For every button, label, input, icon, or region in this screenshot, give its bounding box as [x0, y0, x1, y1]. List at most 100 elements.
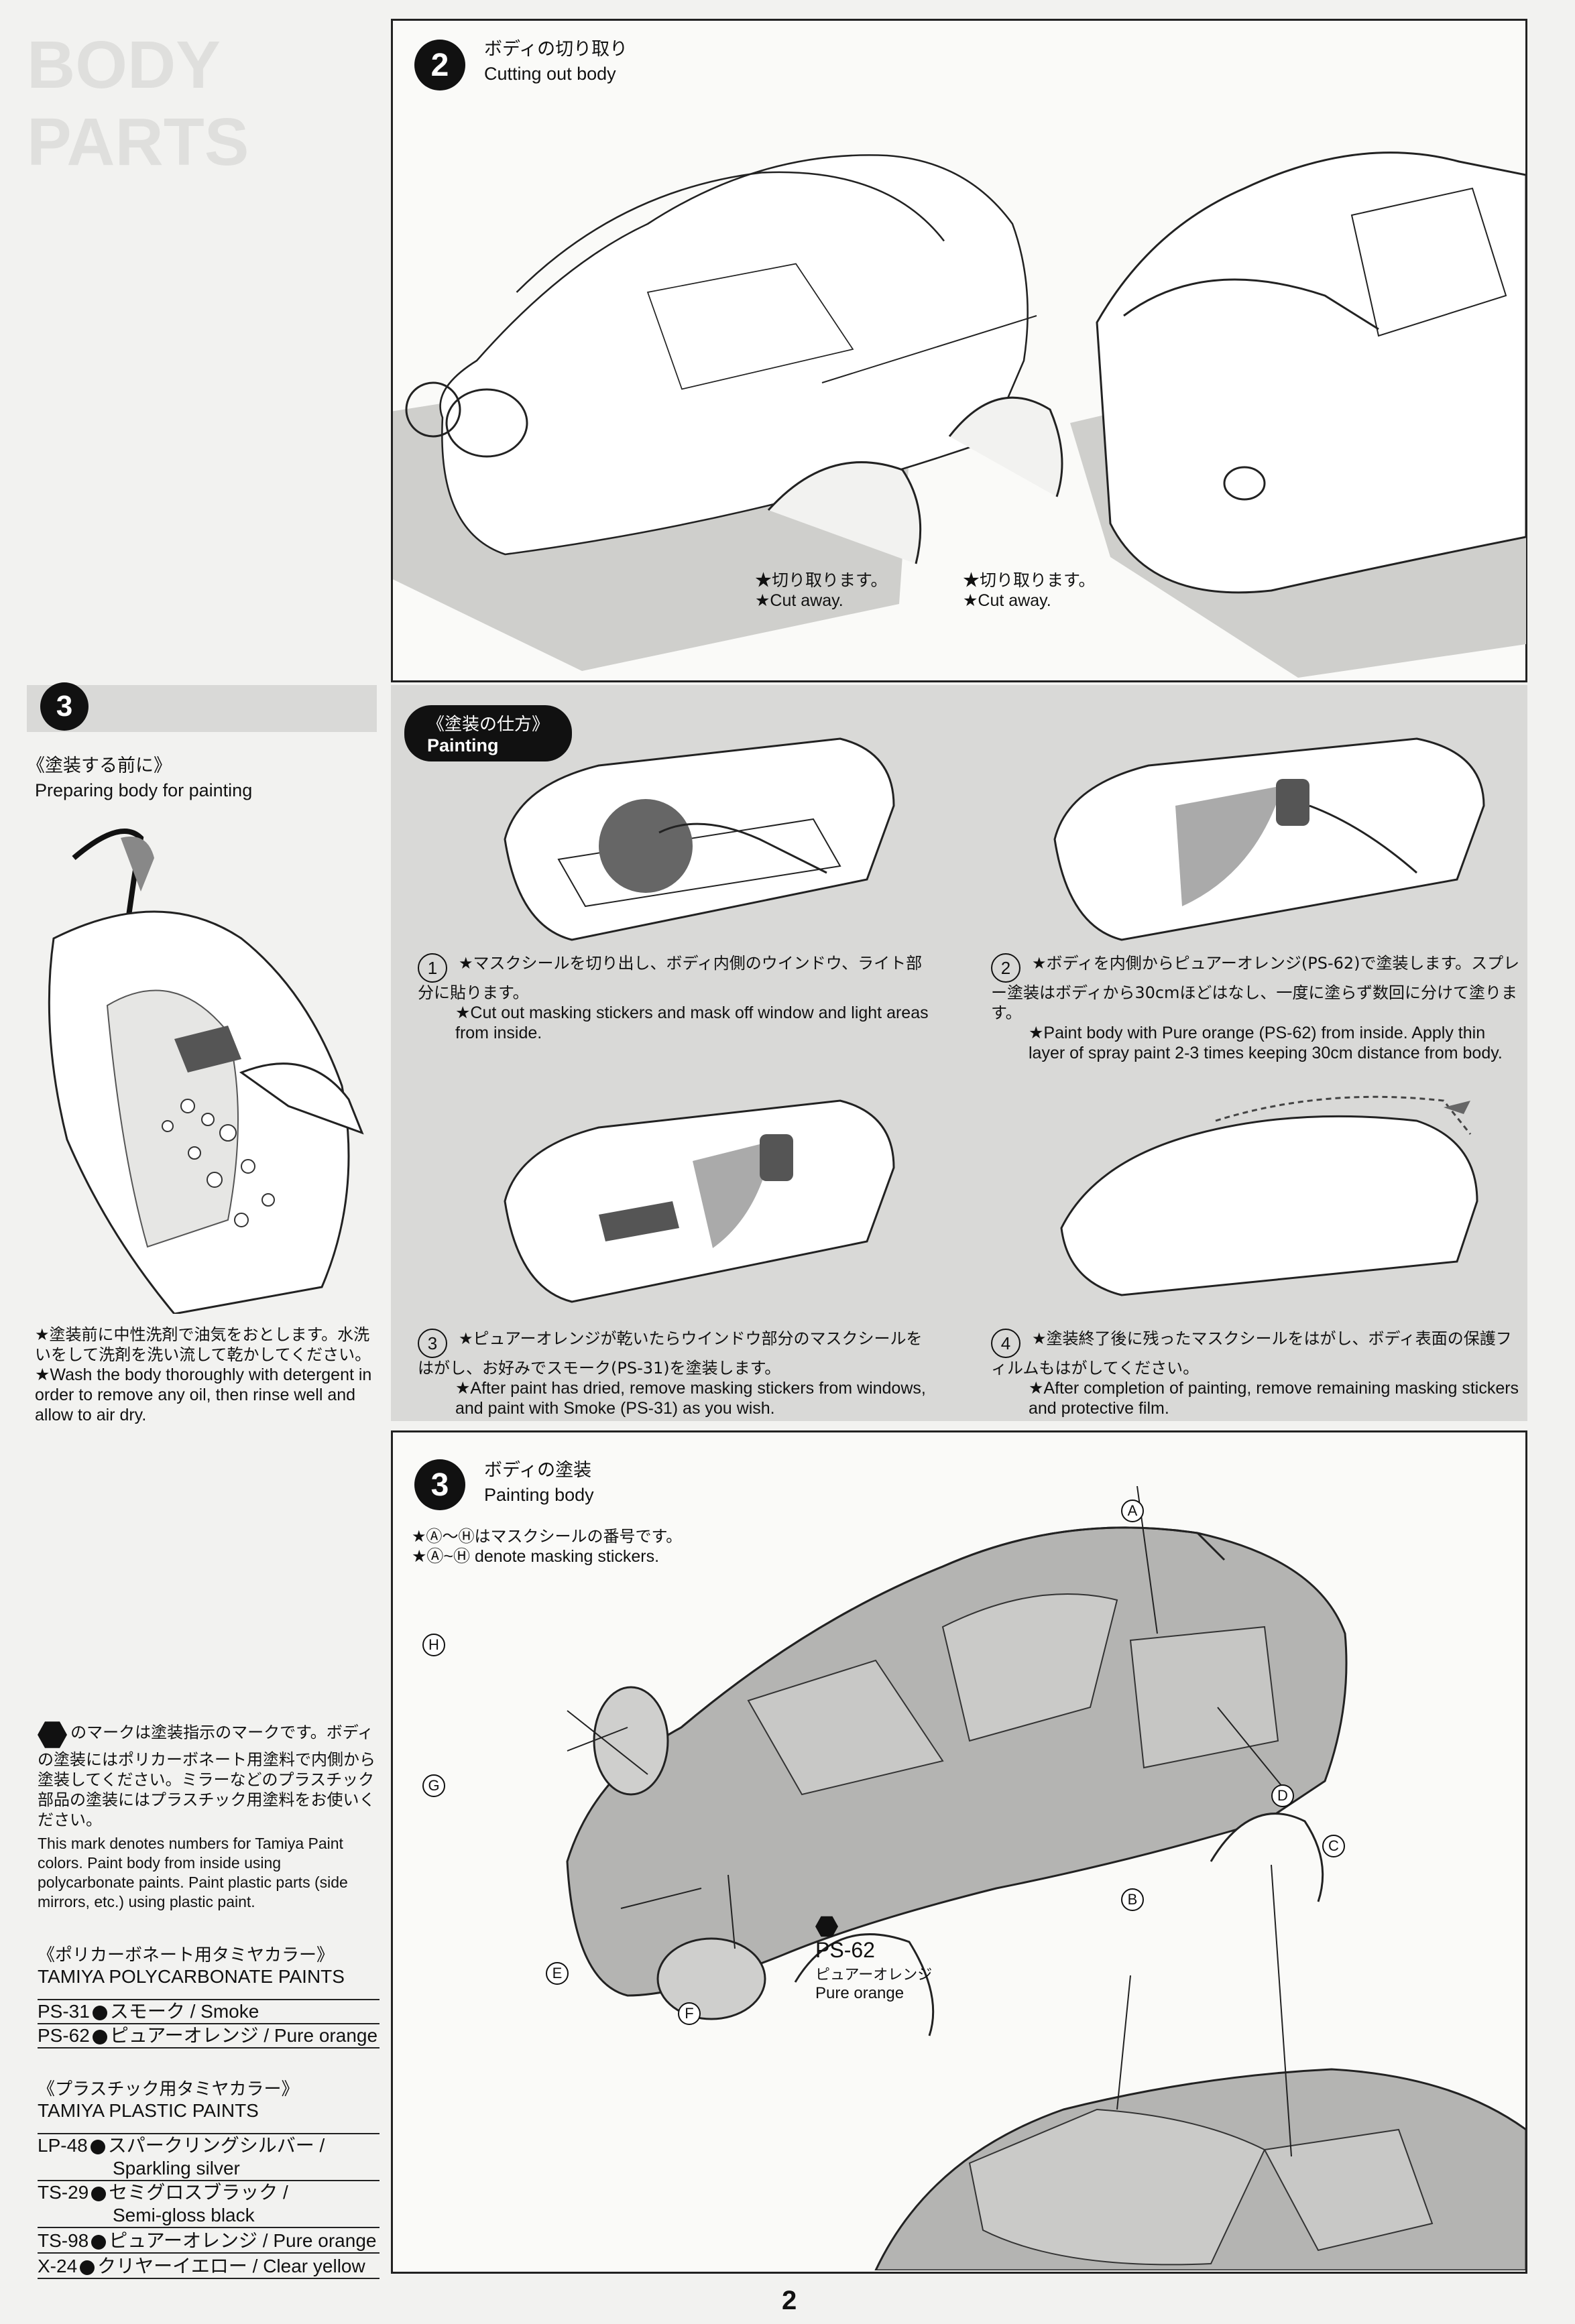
- washing-illustration: [48, 829, 364, 1314]
- poly-row-1-name: スモーク / Smoke: [109, 2001, 259, 2022]
- mark-note-icon: [38, 1721, 67, 1748]
- painting-step-4-num: 4: [991, 1329, 1020, 1358]
- step2-rear-illustration: [1070, 151, 1526, 678]
- mark-note-en: This mark denotes numbers for Tamiya Pai…: [38, 1835, 348, 1910]
- ps62-label: PS-62 ピュアーオレンジ Pure orange: [815, 1915, 932, 2003]
- paint-dot-icon: [92, 2005, 107, 2020]
- poly-row-2-name: ピュアーオレンジ / Pure orange: [109, 2025, 378, 2046]
- painting-step-2-num: 2: [991, 953, 1020, 983]
- painting-step-3-num: 3: [418, 1329, 447, 1358]
- painting-step-1-en: ★Cut out masking stickers and mask off w…: [455, 1003, 929, 1042]
- mark-note: のマークは塗装指示のマークです。ボディの塗装にはポリカーボネート用塗料で内側から…: [38, 1720, 380, 1912]
- painting-label-jp: 《塗装の仕方》: [427, 715, 550, 735]
- plastic-row-3: TS-98 ピュアーオレンジ / Pure orange: [38, 2229, 380, 2254]
- callout-b: B: [1121, 1888, 1144, 1911]
- plastic-row-2-name2: Semi-gloss black: [113, 2205, 255, 2225]
- ghost-header-text: BODY PARTS: [27, 27, 249, 180]
- paint-dot-icon: [90, 2139, 105, 2154]
- step2-car-illustration: [393, 154, 1063, 671]
- painting-step-2-en: ★Paint body with Pure orange (PS-62) fro…: [1029, 1024, 1503, 1062]
- callout-h: H: [422, 1634, 445, 1656]
- callout-c: C: [1322, 1835, 1345, 1857]
- step2-panel: 2 ボディの切り取り Cutting out body ★切り取ります。 ★Cu…: [391, 19, 1527, 682]
- painting-label-en: Painting: [427, 735, 499, 755]
- painting-step-4-jp: ★塗装終了後に残ったマスクシールをはがし、ボディ表面の保護フィルムもはがしてくだ…: [991, 1329, 1512, 1378]
- poly-row-1-code: PS-31: [38, 2001, 90, 2022]
- plastic-paints-heading: 《プラスチック用タミヤカラー》 TAMIYA PLASTIC PAINTS: [38, 2075, 298, 2122]
- plastic-row-1-name: スパークリングシルバー /: [107, 2135, 325, 2156]
- ps62-jp: ピュアーオレンジ: [815, 1967, 933, 1983]
- painting-box: 《塗装の仕方》 Painting 1 ★マスクシールを切り出し、ボディ内側のウイ…: [391, 685, 1527, 1421]
- painting-step-3-en: ★After paint has dried, remove masking s…: [455, 1379, 926, 1418]
- ps62-code: PS-62: [815, 1938, 875, 1962]
- step3-title-jp: ボディの塗装: [484, 1460, 592, 1481]
- painting-step-4: 4 ★塗装終了後に残ったマスクシールをはがし、ボディ表面の保護フィルムもはがして…: [991, 1329, 1521, 1418]
- plastic-heading-jp: 《プラスチック用タミヤカラー》: [38, 2079, 299, 2099]
- poly-heading-jp: 《ポリカーボネート用タミヤカラー》: [38, 1945, 335, 1965]
- callout-e: E: [546, 1962, 569, 1985]
- step2-note2-en: ★Cut away.: [963, 591, 1051, 610]
- painting-step-2: 2 ★ボディを内側からピュアーオレンジ(PS-62)で塗装します。スプレー塗装は…: [991, 953, 1521, 1063]
- step2-note2-jp: ★切り取ります。: [963, 571, 1096, 590]
- step2-note1-en: ★Cut away.: [755, 591, 843, 610]
- callout-f: F: [678, 2002, 701, 2025]
- masking-note: ★Ⓐ〜Ⓗはマスクシールの番号です。 ★Ⓐ~Ⓗ denote masking st…: [412, 1526, 682, 1567]
- step3-left-number: 3: [40, 682, 89, 731]
- painting-step-1-num: 1: [418, 953, 447, 983]
- step2-note1: ★切り取ります。 ★Cut away.: [755, 570, 888, 611]
- plastic-row-4: X-24 クリヤーイエロー / Clear yellow: [38, 2255, 380, 2279]
- painting-step-3: 3 ★ピュアーオレンジが乾いたらウインドウ部分のマスクシールをはがし、お好みでス…: [418, 1329, 934, 1418]
- step2-number: 2: [414, 40, 465, 90]
- paint-mark-icon: [815, 1916, 838, 1937]
- painting-illustration-2: [1053, 737, 1485, 941]
- prep-title-jp: 《塗装する前に》: [27, 755, 172, 776]
- painting-step-2-jp: ★ボディを内側からピュアーオレンジ(PS-62)で塗装します。スプレー塗装はボデ…: [991, 954, 1520, 1022]
- plastic-row-2-name: セミグロスブラック /: [109, 2182, 288, 2203]
- page-number: 2: [782, 2286, 797, 2315]
- step2-title-jp: ボディの切り取り: [484, 39, 628, 60]
- painting-step-1-jp: ★マスクシールを切り出し、ボディ内側のウインドウ、ライト部分に貼ります。: [418, 954, 923, 1002]
- step3-left-header-bar: 3: [27, 682, 377, 732]
- step2-note2: ★切り取ります。 ★Cut away.: [963, 570, 1096, 611]
- masking-note-jp: ★Ⓐ〜Ⓗはマスクシールの番号です。: [412, 1527, 683, 1546]
- step2-title-en: Cutting out body: [484, 64, 616, 84]
- poly-row-2: PS-62 ピュアーオレンジ / Pure orange: [38, 2024, 380, 2048]
- paint-dot-icon: [91, 2186, 107, 2201]
- masking-note-en: ★Ⓐ~Ⓗ denote masking stickers.: [412, 1547, 660, 1566]
- painting-step-4-en: ★After completion of painting, remove re…: [1029, 1379, 1519, 1418]
- wash-note: ★塗装前に中性洗剤で油気をおとします。水洗いをして洗剤を洗い流して乾かしてくださ…: [35, 1325, 384, 1425]
- step3-main-number: 3: [414, 1459, 465, 1510]
- poly-heading-en: TAMIYA POLYCARBONATE PAINTS: [38, 1966, 345, 1987]
- plastic-row-1-code: LP-48: [38, 2135, 88, 2156]
- plastic-row-3-name: ピュアーオレンジ / Pure orange: [109, 2230, 377, 2251]
- step3-title-en: Painting body: [484, 1485, 594, 1505]
- paint-dot-icon: [91, 2234, 107, 2250]
- painting-illustration-1: [504, 737, 895, 941]
- plastic-row-3-code: TS-98: [38, 2230, 89, 2251]
- painting-step-1: 1 ★マスクシールを切り出し、ボディ内側のウインドウ、ライト部分に貼ります。 ★…: [418, 953, 934, 1043]
- step3-main-panel: 3 ボディの塗装 Painting body ★Ⓐ〜Ⓗはマスクシールの番号です。…: [391, 1430, 1527, 2274]
- prep-title-en: Preparing body for painting: [35, 780, 253, 800]
- painting-label: 《塗装の仕方》 Painting: [404, 705, 573, 761]
- painting-illustration-3: [504, 1099, 895, 1303]
- wash-note-jp: ★塗装前に中性洗剤で油気をおとします。水洗いをして洗剤を洗い流して乾かしてくださ…: [35, 1325, 371, 1364]
- step2-note1-jp: ★切り取ります。: [755, 571, 888, 590]
- plastic-row-4-code: X-24: [38, 2256, 78, 2276]
- poly-row-2-code: PS-62: [38, 2025, 90, 2046]
- wash-note-en: ★Wash the body thoroughly with detergent…: [35, 1365, 372, 1424]
- callout-d: D: [1271, 1784, 1294, 1807]
- paint-dot-icon: [92, 2029, 107, 2044]
- plastic-heading-en: TAMIYA PLASTIC PAINTS: [38, 2100, 259, 2121]
- callout-a: A: [1121, 1500, 1144, 1522]
- painted-car-illustration: [566, 1486, 1526, 2270]
- plastic-row-4-name: クリヤーイエロー / Clear yellow: [97, 2256, 365, 2276]
- callout-g: G: [422, 1774, 445, 1797]
- painting-illustration-4: [1060, 1095, 1478, 1296]
- ghost-header: BODY PARTS: [27, 27, 402, 180]
- plastic-row-1-name2: Sparkling silver: [113, 2158, 240, 2179]
- mark-note-jp: のマークは塗装指示のマークです。ボディの塗装にはポリカーボネート用塗料で内側から…: [38, 1723, 375, 1830]
- ps62-en: Pure orange: [815, 1984, 905, 2002]
- painting-step-3-jp: ★ピュアーオレンジが乾いたらウインドウ部分のマスクシールをはがし、お好みでスモー…: [418, 1329, 923, 1378]
- poly-row-1: PS-31 スモーク / Smoke: [38, 1999, 380, 2024]
